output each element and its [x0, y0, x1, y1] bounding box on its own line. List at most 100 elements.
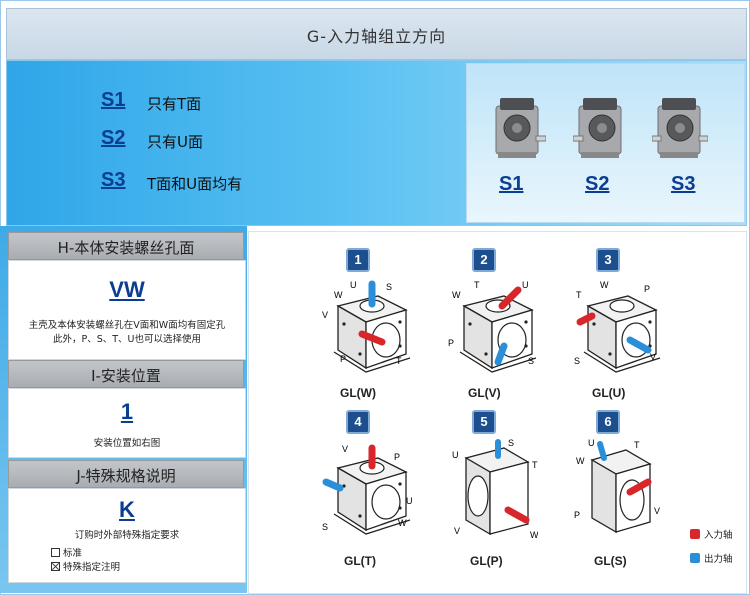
face-letter-u: U — [406, 496, 412, 506]
face-letter-t: T — [634, 440, 640, 450]
h-section-header: H-本体安装螺丝孔面 — [8, 232, 244, 260]
position-badge-3: 3 — [596, 248, 620, 272]
j-section-header: J-特殊规格说明 — [8, 460, 244, 488]
position-badge-2: 2 — [472, 248, 496, 272]
face-letter-s: S — [386, 282, 392, 292]
face-letter-v: V — [650, 352, 656, 362]
h-section-desc-line2: 此外，P、S、T、U也可以选择使用 — [52, 334, 202, 345]
face-letter-p: P — [574, 510, 580, 520]
face-letter-w: W — [530, 530, 538, 540]
face-letter-t: T — [532, 460, 538, 470]
mounting-positions-panel — [248, 231, 747, 594]
face-letter-p: P — [644, 284, 650, 294]
face-letter-w: W — [398, 518, 407, 528]
j-option-standard: 标准 — [51, 545, 82, 559]
face-letter-u: U — [452, 450, 459, 460]
output-shaft-icon — [626, 336, 652, 354]
legend-input: 入力轴 — [690, 527, 733, 541]
i-section-code: 1 — [120, 399, 134, 424]
face-letter-v: V — [342, 444, 348, 454]
reducer-s3-image — [652, 98, 708, 158]
checkbox-crossed-icon — [51, 562, 60, 571]
position-label-5: GL(P) — [470, 554, 503, 568]
g-option-text: T面和U面均有 — [147, 175, 243, 193]
h-section-title: H-本体安装螺丝孔面 — [57, 239, 195, 257]
j-option-special-label: 特殊指定注明 — [63, 562, 121, 573]
face-letter-u: U — [588, 438, 595, 448]
h-section-desc-line1: 主壳及本体安装螺丝孔在V面和W面均有固定孔 — [28, 320, 226, 331]
position-5-diagram: S U T V W — [452, 438, 538, 540]
face-letter-w: W — [600, 280, 609, 290]
i-section-desc: 安装位置如右图 — [93, 438, 161, 449]
face-letter-t: T — [396, 356, 402, 366]
position-6-diagram: U W T P V — [574, 438, 660, 534]
j-section-title: J-特殊规格说明 — [76, 467, 176, 485]
face-letter-v: V — [322, 310, 328, 320]
face-letter-s: S — [528, 356, 534, 366]
output-shaft-icon — [494, 342, 508, 366]
output-shaft-icon — [322, 478, 344, 492]
output-shaft-swatch-icon — [690, 553, 700, 563]
position-badge-6: 6 — [596, 410, 620, 434]
g-option-text: 只有T面 — [147, 95, 202, 113]
j-section-body: K 订购时外部特殊指定要求 标准 特殊指定注明 — [8, 488, 246, 583]
face-letter-t: T — [474, 280, 480, 290]
input-shaft-icon — [626, 478, 652, 496]
g-option-text: 只有U面 — [147, 133, 203, 151]
position-2-diagram: W T U P S — [448, 280, 537, 373]
input-shaft-icon — [576, 312, 596, 326]
legend-input-label: 入力轴 — [704, 530, 733, 541]
g-section-title: G-入力轴组立方向 — [306, 27, 447, 46]
face-letter-w: W — [334, 290, 343, 300]
j-section-code: K — [119, 497, 135, 522]
j-option-standard-label: 标准 — [63, 548, 83, 559]
face-letter-v: V — [654, 506, 660, 516]
face-letter-s: S — [574, 356, 580, 366]
face-letter-w: W — [576, 456, 585, 466]
face-letter-p: P — [448, 338, 454, 348]
i-section-body: 1 安装位置如右图 — [8, 388, 246, 458]
g-section-header: G-入力轴组立方向 — [6, 8, 747, 60]
face-letter-t: T — [576, 290, 582, 300]
position-label-3: GL(U) — [592, 386, 626, 400]
face-letter-w: W — [452, 290, 461, 300]
input-shaft-icon — [498, 286, 522, 310]
face-letter-s: S — [322, 522, 328, 532]
face-letter-p: P — [394, 452, 400, 462]
output-shaft-icon — [597, 441, 607, 461]
reducer-s1-image — [495, 98, 546, 158]
g-option-code: S3 — [101, 169, 126, 191]
reducer-s2-image — [573, 98, 622, 158]
j-option-special: 特殊指定注明 — [51, 559, 120, 573]
input-shaft-swatch-icon — [690, 529, 700, 539]
input-shaft-icon — [358, 330, 386, 346]
position-4-diagram: V P S W U — [322, 444, 412, 535]
position-label-2: GL(V) — [468, 386, 501, 400]
g-image-label-s3: S3 — [671, 173, 696, 195]
g-option-code: S2 — [101, 127, 126, 149]
h-section-body: VW 主壳及本体安装螺丝孔在V面和W面均有固定孔 此外，P、S、T、U也可以选择… — [8, 260, 246, 360]
position-label-4: GL(T) — [344, 554, 376, 568]
face-letter-s: S — [508, 438, 514, 448]
face-letter-p: P — [340, 354, 346, 364]
g-image-label-s1: S1 — [499, 173, 524, 195]
input-shaft-icon — [504, 506, 530, 524]
legend-output-label: 出力轴 — [704, 554, 733, 565]
legend-output: 出力轴 — [690, 551, 733, 565]
face-letter-v: V — [454, 526, 460, 536]
position-label-1: GL(W) — [340, 386, 376, 400]
j-section-desc: 订购时外部特殊指定要求 — [74, 530, 180, 541]
h-section-code: VW — [109, 277, 145, 302]
face-letter-u: U — [522, 280, 529, 290]
position-label-6: GL(S) — [594, 554, 627, 568]
checkbox-empty-icon — [51, 548, 60, 557]
g-image-label-s2: S2 — [585, 173, 610, 195]
position-badge-1: 1 — [346, 248, 370, 272]
g-option-code: S1 — [101, 89, 126, 111]
i-section-title: I-安装位置 — [91, 367, 161, 385]
i-section-header: I-安装位置 — [8, 360, 244, 388]
position-badge-5: 5 — [472, 410, 496, 434]
position-1-diagram: W U S V P T — [322, 280, 411, 373]
face-letter-u: U — [350, 280, 357, 290]
position-3-diagram: T W P S V — [574, 280, 661, 373]
